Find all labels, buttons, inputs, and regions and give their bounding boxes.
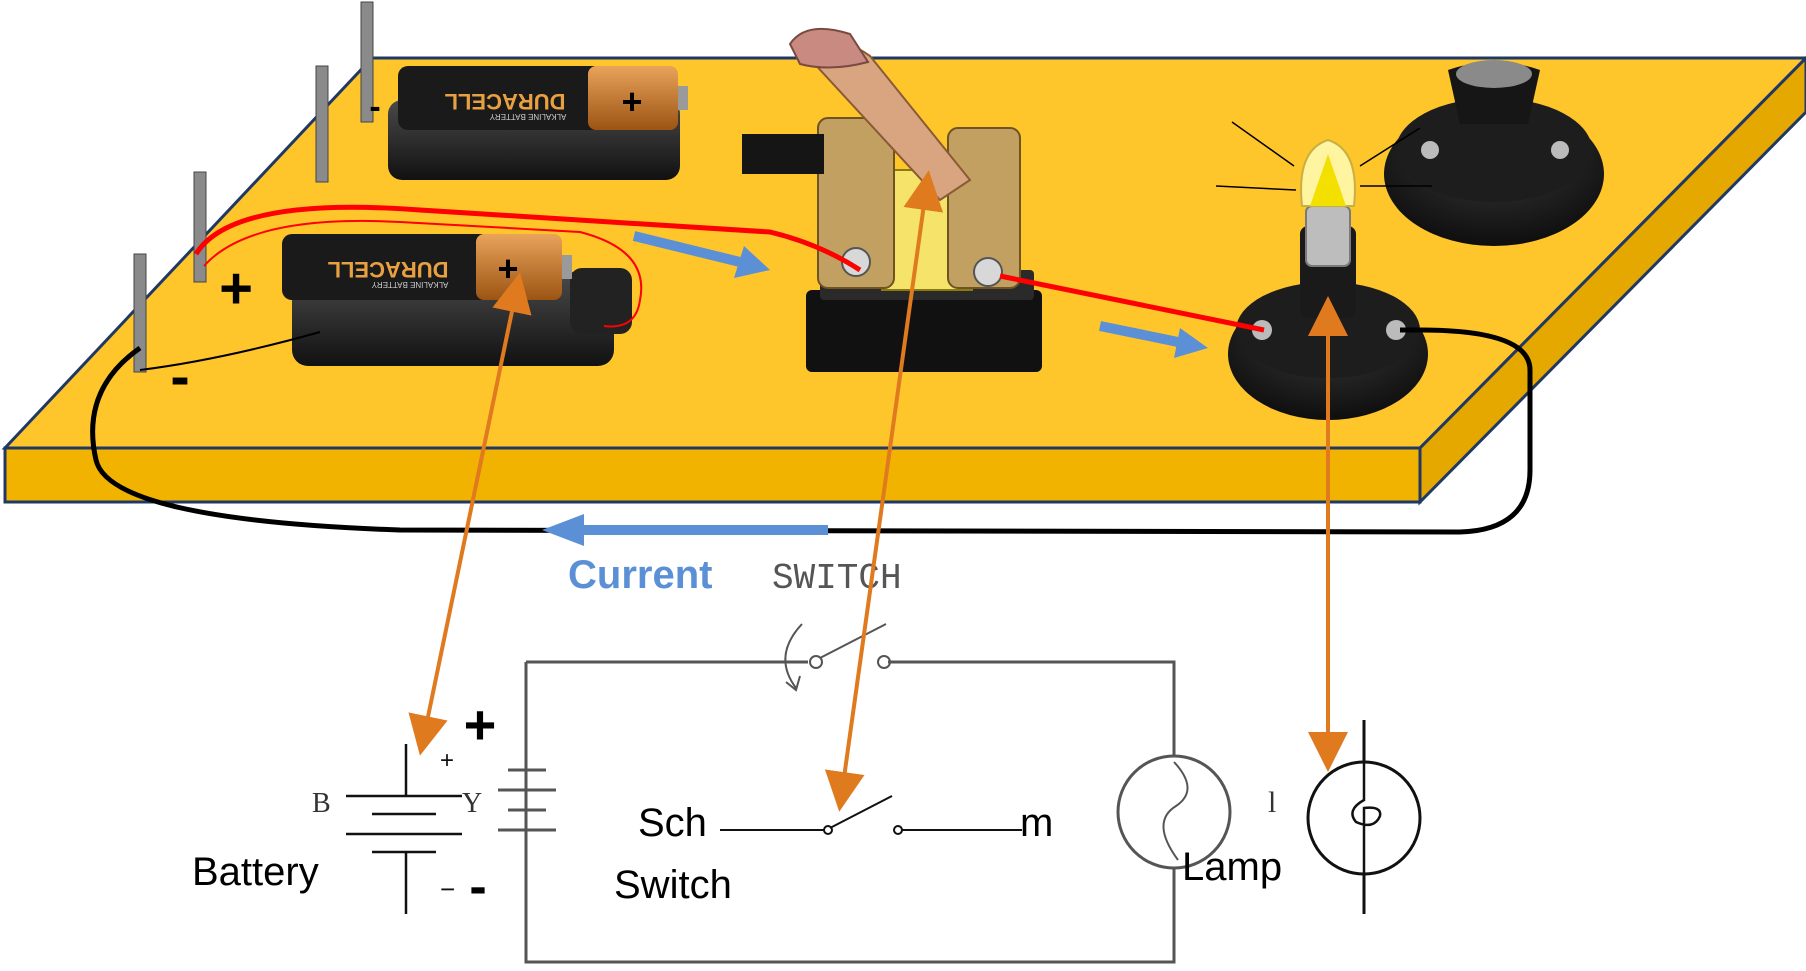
switch-small-right: m <box>1020 801 1053 845</box>
battery-plus-mark: + <box>621 81 642 122</box>
schematic-cells <box>498 768 556 832</box>
black-wire-battery <box>139 331 321 371</box>
switch-black-tab <box>742 134 824 174</box>
schematic-circuit <box>498 623 1232 964</box>
light-rays <box>1215 121 1432 191</box>
switch-small-left: Sch <box>638 801 707 845</box>
battery-body <box>398 66 608 130</box>
schematic-loop <box>524 660 1176 964</box>
schematic-lamp-filament <box>1162 761 1189 861</box>
battery-nub <box>678 86 688 110</box>
battery-sub: ALKALINE BATTERY <box>489 112 566 121</box>
battery-nub <box>562 255 572 279</box>
terminal-posts <box>133 1 374 373</box>
battery-small-right: Y <box>462 788 482 819</box>
switch-handle <box>788 27 870 69</box>
holder-screw <box>1551 141 1569 159</box>
holder-screw <box>1386 320 1406 340</box>
current-arrows <box>542 231 1208 546</box>
battery-minus-mark: - <box>369 88 380 126</box>
black-wire-return <box>90 327 1533 535</box>
lamp-holder-lit <box>1215 121 1432 420</box>
terminal-post <box>360 1 374 123</box>
battery-cap <box>588 66 678 130</box>
holder-socket-mouth <box>1456 60 1532 88</box>
schematic-lamp <box>1116 754 1232 870</box>
current-arrow <box>632 231 742 267</box>
board-side <box>1418 55 1806 506</box>
switch-clip-right <box>947 127 1021 289</box>
switch-blade <box>819 623 887 659</box>
battery-brand: DURACELL <box>445 89 566 114</box>
current-arrow-head <box>734 246 770 278</box>
battery-brand: DURACELL <box>328 257 449 282</box>
switch-screw <box>973 257 1003 287</box>
current-arrow-head <box>542 514 584 546</box>
switch-motion-arrow <box>784 623 803 692</box>
switch-base <box>806 290 1042 372</box>
red-wire-battery-loop <box>203 219 643 328</box>
current-arrow-head <box>1174 328 1208 358</box>
battery-small-left: B <box>312 788 331 819</box>
battery-holder-clip <box>570 268 632 334</box>
battery-sub: ALKALINE BATTERY <box>371 280 448 289</box>
terminal-minus-mark: - <box>170 344 189 409</box>
terminal-post <box>133 253 147 373</box>
red-wire-to-lamp <box>999 273 1265 333</box>
bulb-glow <box>1310 154 1346 206</box>
switch-contact <box>809 655 823 669</box>
lamp-label: Lamp <box>1182 845 1282 889</box>
wires <box>90 204 1533 535</box>
pointer-arrows <box>408 170 1348 812</box>
battery-small-plus: + <box>440 747 454 774</box>
pointer-switch <box>824 170 944 812</box>
lamp-holder-spare <box>1384 60 1604 246</box>
board-front <box>3 446 1422 504</box>
holder-rim <box>1396 98 1592 202</box>
switch-symbol <box>720 795 1022 835</box>
current-arrow <box>1098 321 1180 347</box>
red-wire-to-switch <box>193 204 862 273</box>
battery-cap <box>476 234 562 300</box>
battery-big-minus: - <box>469 858 486 916</box>
holder-screw <box>1421 141 1439 159</box>
lamp-small-label: l <box>1268 786 1276 819</box>
battery-symbol <box>346 744 462 914</box>
battery-label: Battery <box>192 850 319 894</box>
terminal-post <box>315 65 329 183</box>
battery-small-minus: − <box>440 874 455 904</box>
terminal-plus-mark: + <box>219 256 253 321</box>
battery-plus-mark: + <box>497 248 518 289</box>
switch-label: Switch <box>614 863 732 907</box>
switch-heading: SWITCH <box>772 558 902 599</box>
bulb-thread <box>1305 205 1351 267</box>
pointer-battery <box>408 272 532 756</box>
battery-back: DURACELL ALKALINE BATTERY + - <box>369 66 688 180</box>
lamp-symbol <box>1306 720 1422 914</box>
battery-big-plus: + <box>464 693 497 756</box>
current-label: Current <box>568 553 712 597</box>
